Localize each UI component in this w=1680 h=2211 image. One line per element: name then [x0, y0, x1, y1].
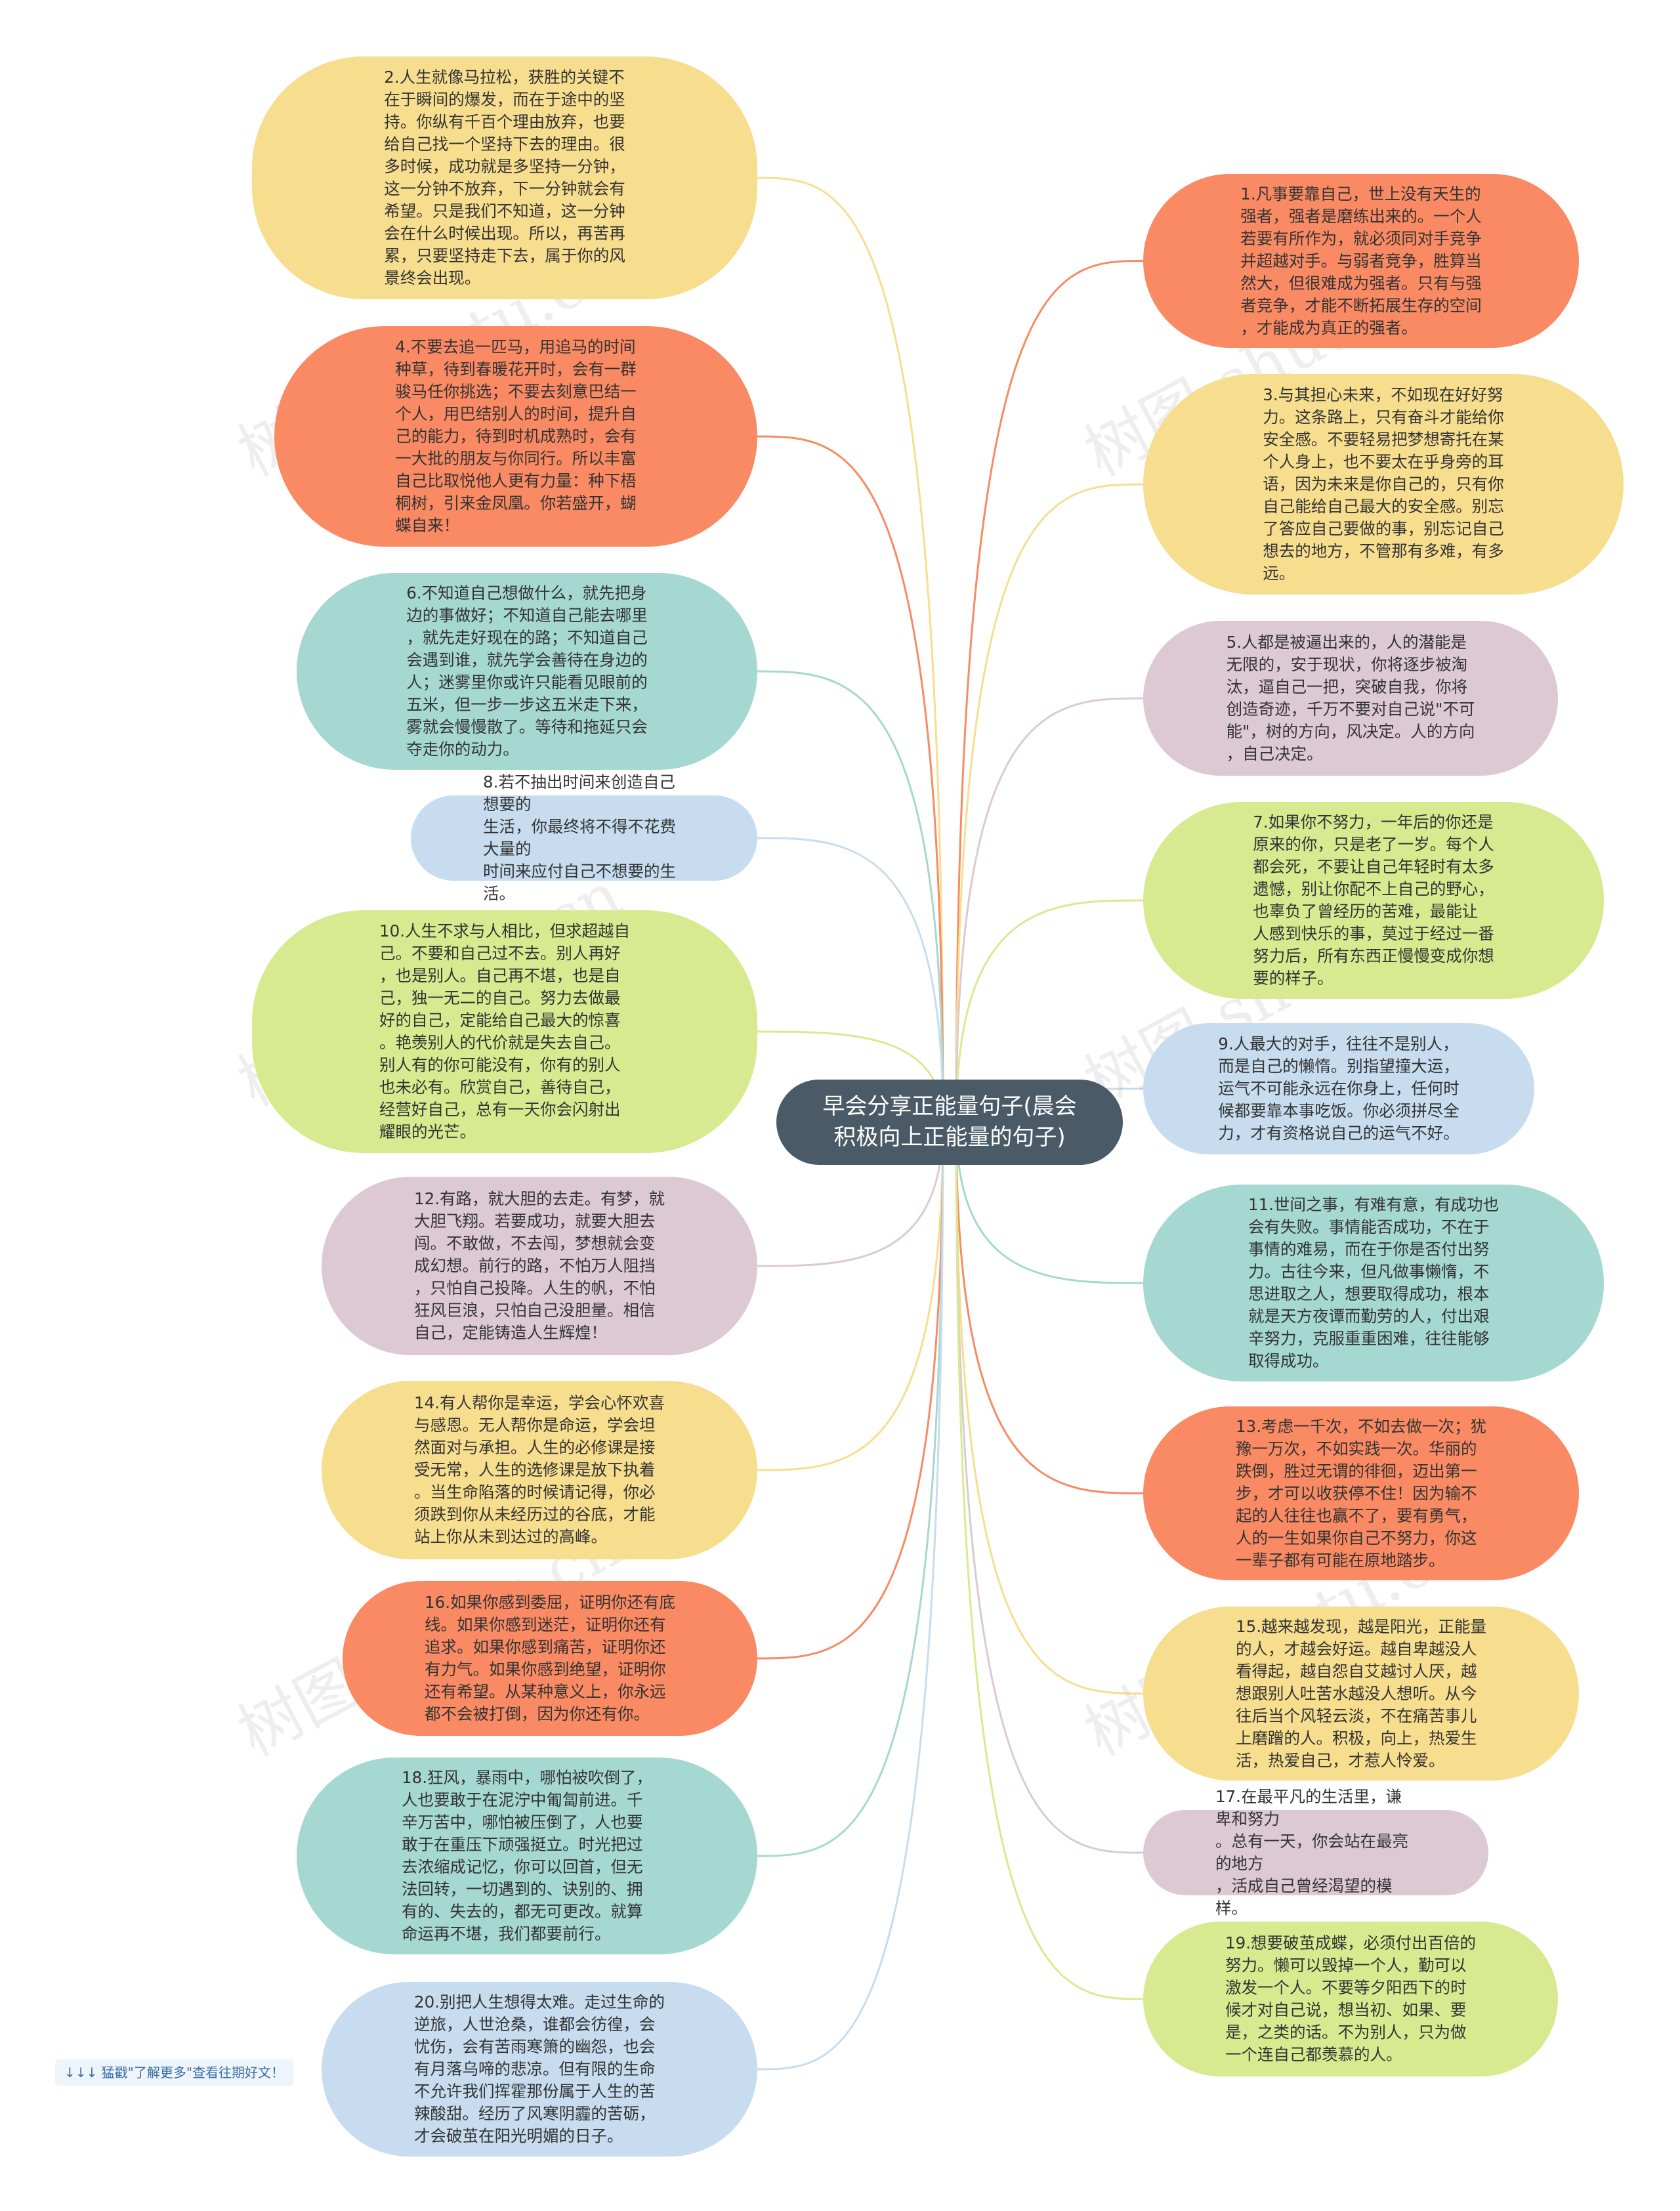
branch-node-2[interactable]: 2.人生就像马拉松，获胜的关键不 在于瞬间的爆发，而在于途中的坚 持。你纵有千百… — [252, 56, 757, 299]
connector-line — [955, 1122, 1144, 1695]
branch-node-text: 14.有人帮你是幸运，学会心怀欢喜 与感恩。无人帮你是命运，学会坦 然面对与承担… — [414, 1393, 665, 1546]
branch-node-text: 9.人最大的对手，往往不是别人， 而是自己的懒惰。别指望撞大运， 运气不可能永远… — [1218, 1034, 1460, 1143]
connector-line — [757, 435, 944, 1123]
branch-node-10[interactable]: 10.人生不求与人相比，但求超越自 己。不要和自己过不去。别人再好 ，也是别人。… — [252, 910, 757, 1153]
branch-node-text: 20.别把人生想得太难。走过生命的 逆旅，人世沧桑，谁都会彷徨，会 忧伤，会有苦… — [414, 1992, 665, 2145]
branch-node-text: 8.若不抽出时间来创造自己想要的 生活，你最终将不得不花费大量的 时间来应付自己… — [483, 772, 676, 903]
connector-line — [955, 260, 1144, 1123]
connector-line — [955, 697, 1144, 1123]
branch-node-text: 2.人生就像马拉松，获胜的关键不 在于瞬间的爆发，而在于途中的坚 持。你纵有千百… — [384, 68, 625, 287]
connector-line — [955, 483, 1144, 1123]
branch-node-text: 13.考虑一千次，不如去做一次；犹 豫一万次，不如实践一次。华丽的 跌倒，胜过无… — [1236, 1416, 1486, 1570]
connector-line — [955, 1122, 1144, 1284]
central-topic[interactable]: 早会分享正能量句子(晨会 积极向上正能量的句子) — [776, 1080, 1123, 1165]
branch-node-18[interactable]: 18.狂风，暴雨中，哪怕被吹倒了， 人也要敢于在泥泞中匍匐前进。千 辛万苦中，哪… — [297, 1758, 757, 1954]
branch-node-3[interactable]: 3.与其担心未来，不如现在好好努 力。这条路上，只有奋斗才能给你 安全感。不要轻… — [1143, 374, 1624, 595]
branch-node-8[interactable]: 8.若不抽出时间来创造自己想要的 生活，你最终将不得不花费大量的 时间来应付自己… — [411, 772, 757, 903]
branch-node-text: 7.如果你不努力，一年后的你还是 原来的你，只是老了一岁。每个人 都会死，不要让… — [1253, 812, 1494, 988]
branch-node-6[interactable]: 6.不知道自己想做什么，就先把身 边的事做好；不知道自己能去哪里 ，就先走好现在… — [297, 573, 757, 770]
connector-line — [757, 837, 944, 1123]
connector-line — [757, 1122, 944, 1267]
branch-node-12[interactable]: 12.有路，就大胆的去走。有梦，就 大胆飞翔。若要成功，就要大胆去 闯。不敢做，… — [322, 1177, 757, 1355]
connector-line — [757, 1122, 944, 1857]
branch-node-9[interactable]: 9.人最大的对手，往往不是别人， 而是自己的懒惰。别指望撞大运， 运气不可能永远… — [1143, 1023, 1534, 1154]
central-topic-title: 早会分享正能量句子(晨会 积极向上正能量的句子) — [822, 1093, 1077, 1150]
branch-node-1[interactable]: 1.凡事要靠自己，世上没有天生的 强者，强者是磨练出来的。一个人 若要有所作为，… — [1143, 174, 1579, 348]
branch-node-text: 3.与其担心未来，不如现在好好努 力。这条路上，只有奋斗才能给你 安全感。不要轻… — [1263, 385, 1504, 583]
branch-node-20[interactable]: 20.别把人生想得太难。走过生命的 逆旅，人世沧桑，谁都会彷徨，会 忧伤，会有苦… — [322, 1982, 757, 2157]
connector-line — [757, 1122, 944, 1471]
branch-node-11[interactable]: 11.世间之事，有难有意，有成功也 会有失败。事情能否成功，不在于 事情的难易，… — [1143, 1185, 1604, 1381]
branch-node-text: 18.狂风，暴雨中，哪怕被吹倒了， 人也要敢于在泥泞中匍匐前进。千 辛万苦中，哪… — [402, 1768, 652, 1943]
branch-node-text: 17.在最平凡的生活里，谦卑和努力 。总有一天，你会站在最亮的地方 ，活成自己曾… — [1215, 1787, 1408, 1918]
connector-line — [955, 899, 1144, 1123]
read-more-link[interactable]: ↓↓↓ 猛戳"了解更多"查看往期好文！ — [55, 2059, 294, 2086]
branch-node-4[interactable]: 4.不要去追一匹马，用追马的时间 种草，待到春暖花开时，会有一群 骏马任你挑选；… — [274, 326, 757, 547]
branch-node-text: 15.越来越发现，越是阳光，正能量 的人，才越会好运。越自卑越没人 看得起，越自… — [1236, 1616, 1486, 1770]
branch-node-5[interactable]: 5.人都是被逼出来的，人的潜能是 无限的，安于现状，你将逐步被淘 汰，逼自己一把… — [1143, 621, 1558, 776]
branch-node-text: 1.凡事要靠自己，世上没有天生的 强者，强者是磨练出来的。一个人 若要有所作为，… — [1240, 184, 1482, 337]
branch-node-7[interactable]: 7.如果你不努力，一年后的你还是 原来的你，只是老了一岁。每个人 都会死，不要让… — [1143, 802, 1604, 999]
connector-line — [757, 1122, 944, 2071]
connector-line — [757, 1122, 944, 1660]
connector-line — [955, 1122, 1144, 2000]
branch-node-16[interactable]: 16.如果你感到委屈，证明你还有底 线。如果你感到迷茫，证明你还有 追求。如果你… — [343, 1581, 757, 1736]
branch-node-text: 19.想要破茧成蝶，必须付出百倍的 努力。懒可以毁掉一个人，勤可以 激发一个人。… — [1225, 1933, 1476, 2064]
branch-node-text: 6.不知道自己想做什么，就先把身 边的事做好；不知道自己能去哪里 ，就先走好现在… — [406, 583, 648, 759]
connector-line — [757, 670, 944, 1123]
branch-node-19[interactable]: 19.想要破茧成蝶，必须付出百倍的 努力。懒可以毁掉一个人，勤可以 激发一个人。… — [1143, 1922, 1558, 2076]
connector-line — [757, 177, 944, 1123]
branch-node-17[interactable]: 17.在最平凡的生活里，谦卑和努力 。总有一天，你会站在最亮的地方 ，活成自己曾… — [1143, 1787, 1488, 1918]
connector-line — [955, 1122, 1144, 1854]
branch-node-text: 12.有路，就大胆的去走。有梦，就 大胆飞翔。若要成功，就要大胆去 闯。不敢做，… — [414, 1189, 665, 1342]
branch-node-13[interactable]: 13.考虑一千次，不如去做一次；犹 豫一万次，不如实践一次。华丽的 跌倒，胜过无… — [1143, 1406, 1579, 1580]
branch-node-14[interactable]: 14.有人帮你是幸运，学会心怀欢喜 与感恩。无人帮你是命运，学会坦 然面对与承担… — [322, 1381, 757, 1559]
branch-node-text: 4.不要去追一匹马，用追马的时间 种草，待到春暖花开时，会有一群 骏马任你挑选；… — [395, 337, 637, 535]
connector-line — [955, 1122, 1144, 1494]
branch-node-text: 11.世间之事，有难有意，有成功也 会有失败。事情能否成功，不在于 事情的难易，… — [1248, 1195, 1499, 1370]
branch-node-text: 16.如果你感到委屈，证明你还有底 线。如果你感到迷茫，证明你还有 追求。如果你… — [425, 1593, 675, 1723]
branch-node-text: 10.人生不求与人相比，但求超越自 己。不要和自己过不去。别人再好 ，也是别人。… — [379, 921, 630, 1141]
branch-node-15[interactable]: 15.越来越发现，越是阳光，正能量 的人，才越会好运。越自卑越没人 看得起，越自… — [1143, 1607, 1579, 1780]
branch-node-text: 5.人都是被逼出来的，人的潜能是 无限的，安于现状，你将逐步被淘 汰，逼自己一把… — [1226, 633, 1475, 763]
